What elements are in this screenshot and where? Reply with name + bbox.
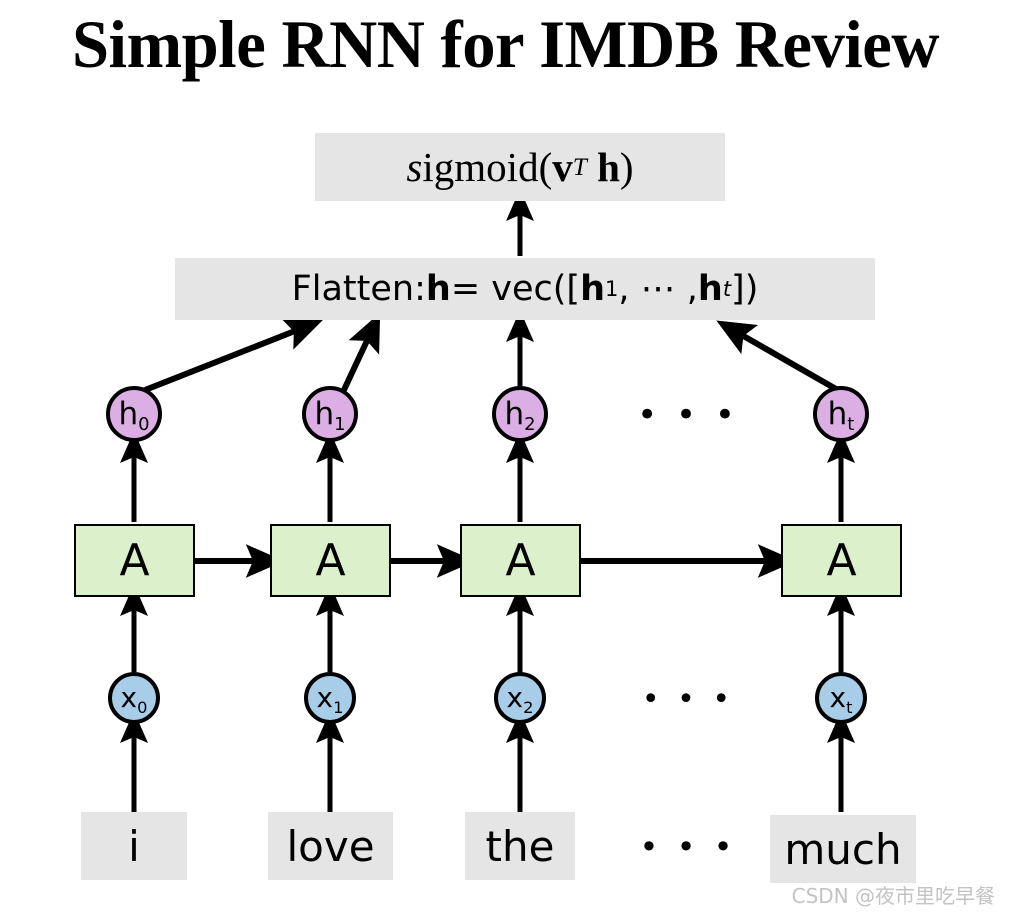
h2-base: h xyxy=(504,395,525,432)
input-node-x2[interactable]: x2 xyxy=(494,672,546,724)
sigmoid-prefix: s xyxy=(406,144,423,190)
rnn-cell-1[interactable]: A xyxy=(270,524,391,597)
h0-base: h xyxy=(118,395,139,432)
hidden-state-node-h2[interactable]: h2 xyxy=(492,386,548,442)
input-node-ellipsis: • • • xyxy=(641,681,735,717)
ht-base: h xyxy=(827,395,848,432)
hidden-state-ellipsis: • • • xyxy=(637,395,739,435)
flatten-mid: , ⋯ , xyxy=(618,269,698,309)
sigmoid-suffix: ) xyxy=(619,144,634,190)
flatten-h1-sub: 1 xyxy=(605,277,619,301)
rnn-cell-1-label: A xyxy=(315,535,346,586)
x0-base: x xyxy=(120,681,138,714)
xt-subscript: t xyxy=(846,698,853,717)
rnn-cell-t[interactable]: A xyxy=(781,524,902,597)
input-node-x1[interactable]: x1 xyxy=(304,672,356,724)
word-token-ellipsis: • • • xyxy=(639,828,737,866)
h1-base: h xyxy=(314,395,335,432)
word-token-0-label: i xyxy=(128,821,140,871)
rnn-cell-2-label: A xyxy=(505,535,536,586)
word-token-t[interactable]: much xyxy=(770,815,916,883)
hidden-state-node-h0[interactable]: h0 xyxy=(106,386,162,442)
rnn-cell-t-label: A xyxy=(826,535,857,586)
hidden-state-node-ht[interactable]: ht xyxy=(813,386,869,442)
input-node-xt[interactable]: xt xyxy=(815,672,867,724)
word-token-0[interactable]: i xyxy=(81,812,187,880)
flatten-close: ]) xyxy=(731,269,759,309)
word-token-1-label: love xyxy=(286,821,375,871)
word-token-2[interactable]: the xyxy=(465,812,575,880)
h2-subscript: 2 xyxy=(524,413,536,435)
arrow-h0-to-flatten xyxy=(138,318,323,395)
page-title: Simple RNN for IMDB Review xyxy=(71,6,940,82)
flatten-h1-bold: h xyxy=(580,269,605,309)
rnn-cell-2[interactable]: A xyxy=(460,524,581,597)
arrow-ht-to-flatten xyxy=(716,320,838,392)
flatten-ht-sub: t xyxy=(722,277,732,301)
ht-subscript: t xyxy=(847,413,855,435)
x1-subscript: 1 xyxy=(333,698,344,717)
input-node-x0[interactable]: x0 xyxy=(108,672,160,724)
flatten-h-bold: h xyxy=(425,269,451,309)
sigmoid-superscript-t: T xyxy=(572,152,587,181)
word-token-1[interactable]: love xyxy=(268,812,393,880)
x1-base: x xyxy=(316,681,334,714)
x2-subscript: 2 xyxy=(523,698,534,717)
hidden-state-node-h1[interactable]: h1 xyxy=(302,386,358,442)
xt-base: x xyxy=(829,681,847,714)
h0-subscript: 0 xyxy=(138,413,150,435)
flatten-prefix: Flatten: xyxy=(291,269,426,309)
sigmoid-rest: igmoid( xyxy=(422,144,553,190)
x0-subscript: 0 xyxy=(137,698,148,717)
h1-subscript: 1 xyxy=(334,413,346,435)
rnn-cell-0[interactable]: A xyxy=(74,524,195,597)
sigmoid-vector-v: v xyxy=(552,144,573,190)
word-token-2-label: the xyxy=(485,821,555,871)
rnn-cell-0-label: A xyxy=(119,535,150,586)
word-token-t-label: much xyxy=(784,824,902,874)
x2-base: x xyxy=(506,681,524,714)
flatten-equals: = vec([ xyxy=(450,269,581,309)
watermark-text: CSDN @夜市里吃早餐 xyxy=(791,884,995,908)
flatten-ht-bold: h xyxy=(697,269,723,309)
sigmoid-vector-h: h xyxy=(597,144,620,190)
arrow-h1-to-flatten xyxy=(340,312,381,394)
